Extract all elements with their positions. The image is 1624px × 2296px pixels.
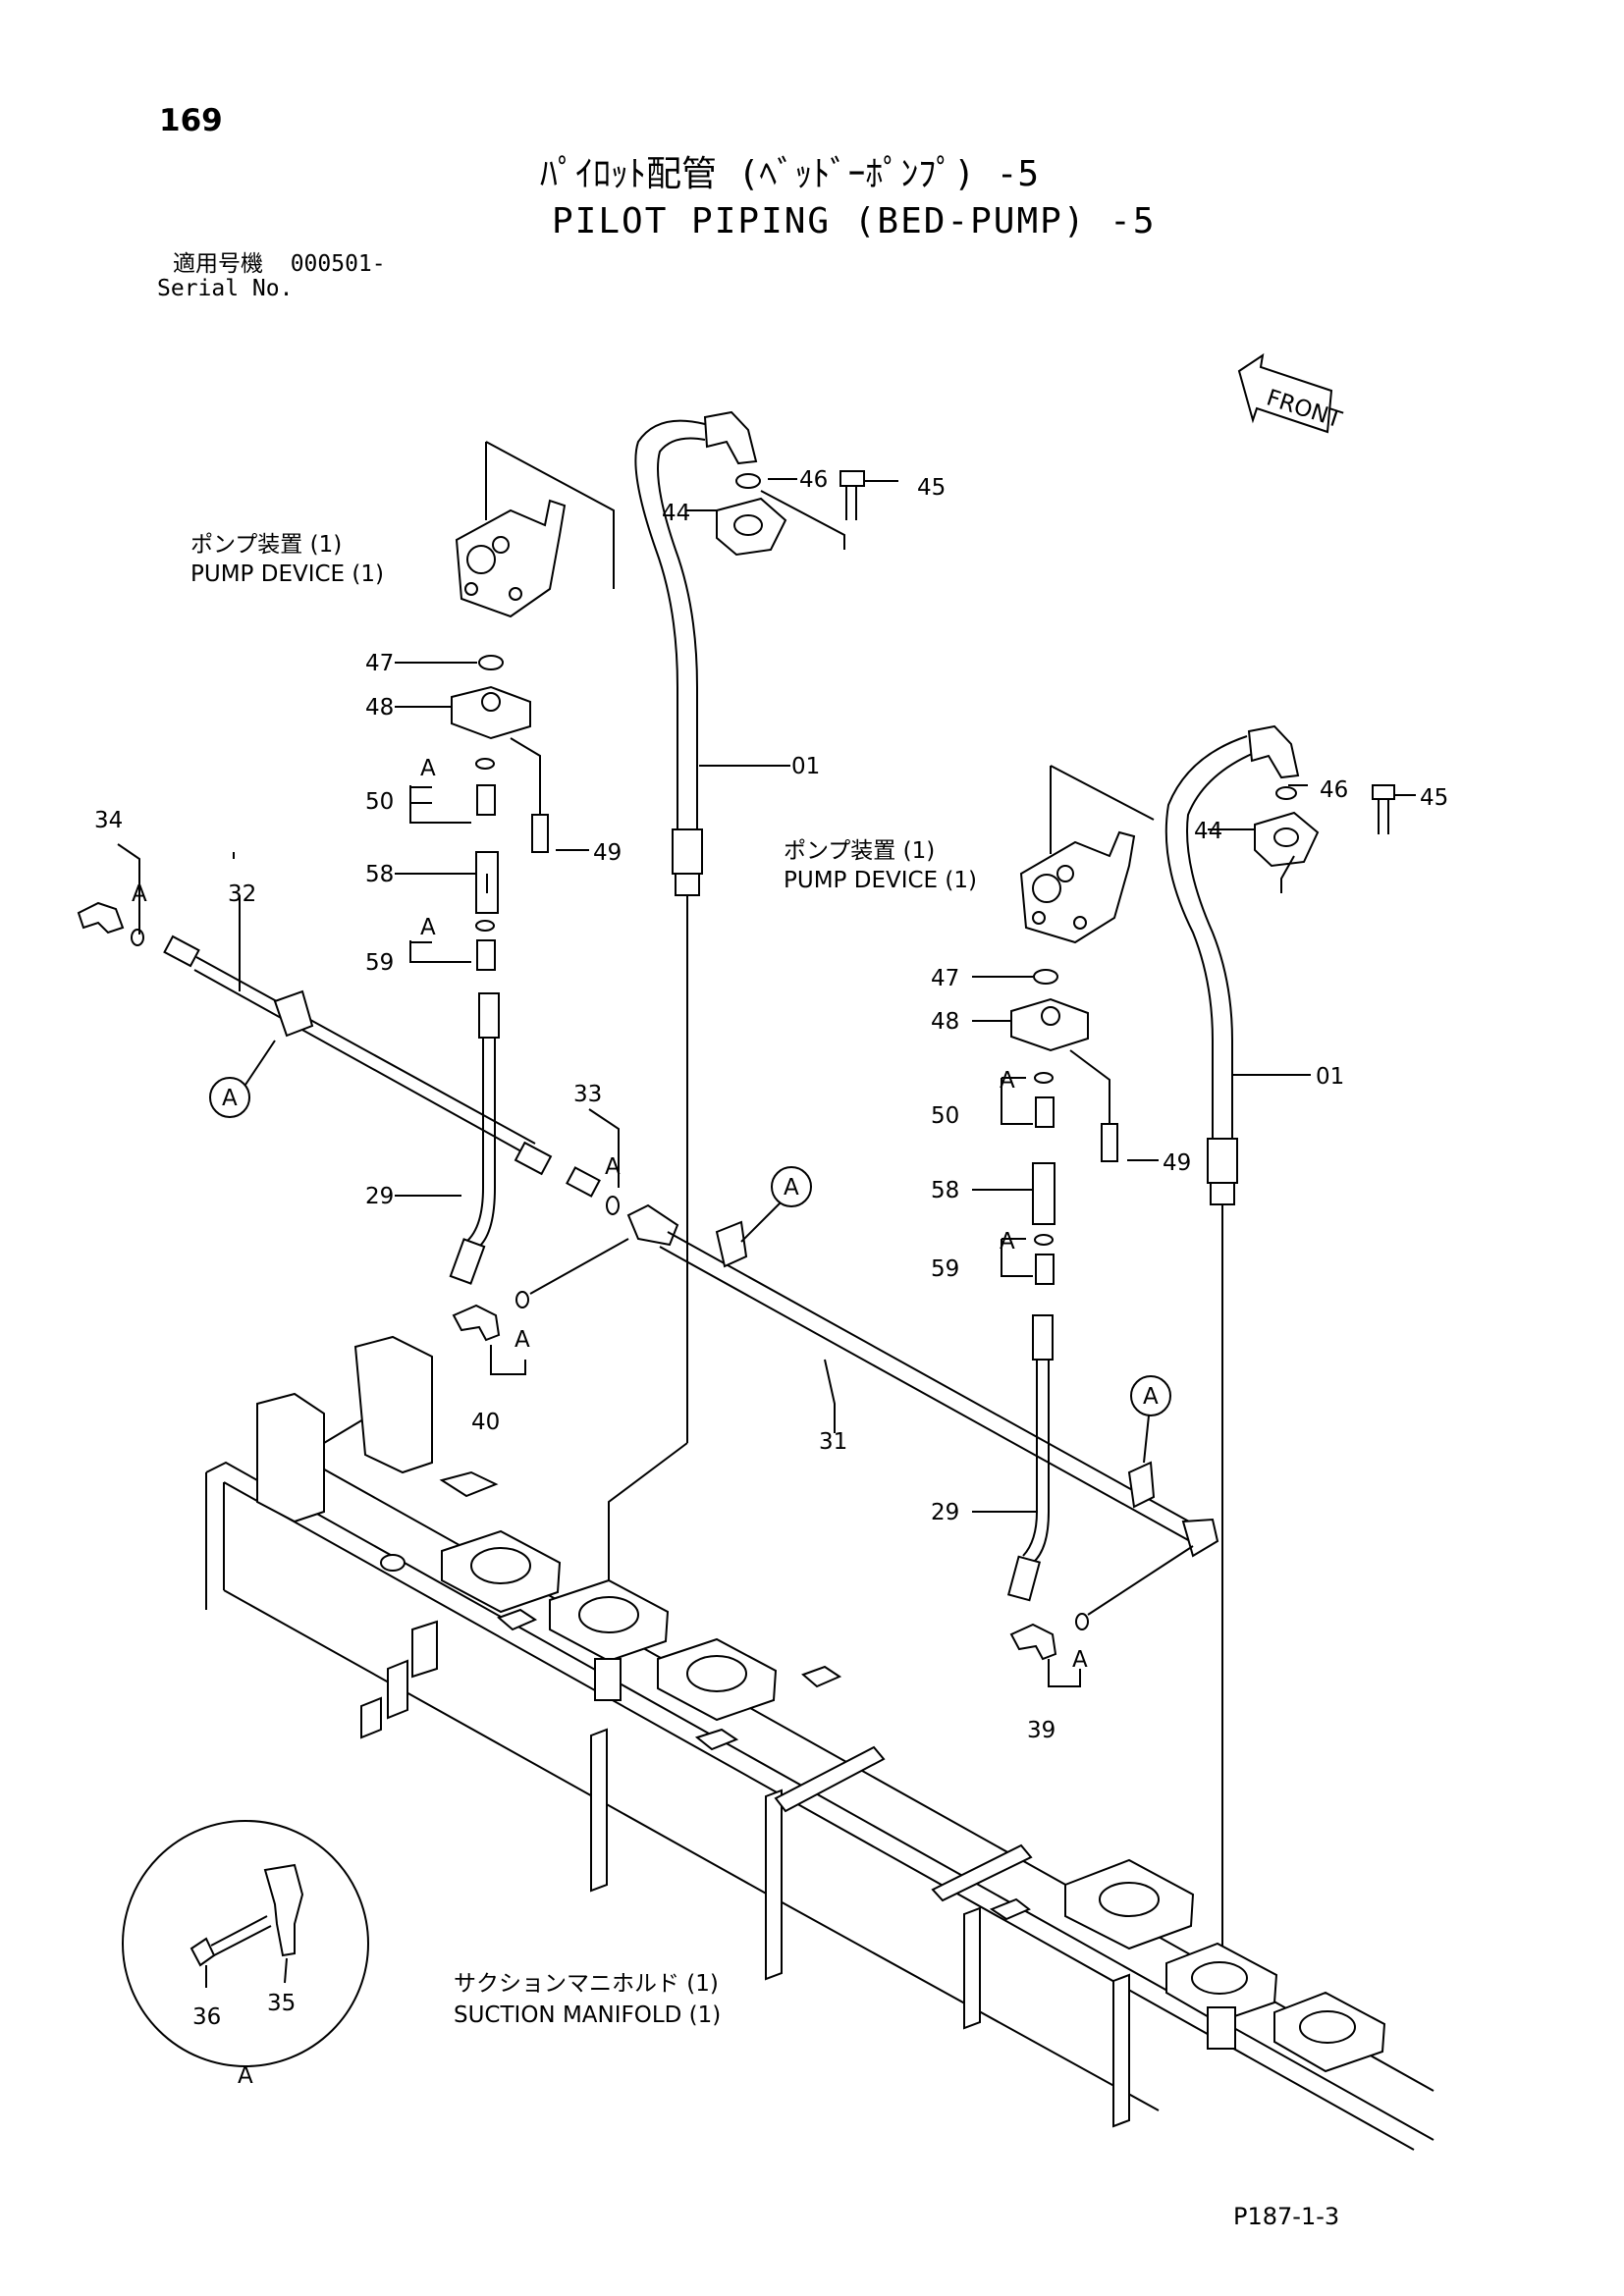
callout-45: 45 [917, 475, 946, 501]
title-japanese: ﾊﾟｲﾛｯﾄ配管 (ﾍﾞｯﾄﾞｰﾎﾟﾝﾌﾟ) -5 [540, 154, 1040, 194]
callout-40: 40 [471, 1410, 500, 1435]
callout-58: 58 [365, 862, 394, 887]
section-marker-a-2: A [740, 1166, 812, 1243]
pipe-32 [77, 843, 553, 1176]
callout-01: 01 [1316, 1064, 1344, 1090]
callout-47: 47 [365, 651, 394, 676]
pump-device-left [455, 441, 615, 618]
leader-a-label: A [605, 1154, 621, 1180]
detail-a-circle [122, 1820, 369, 2067]
callout-49: 49 [1163, 1150, 1191, 1176]
callout-35: 35 [267, 1991, 296, 2016]
callout-01: 01 [791, 754, 820, 779]
fittings-right-column [1001, 969, 1118, 1285]
leader-a-label: A [420, 756, 436, 781]
callout-49: 49 [593, 840, 622, 866]
leader-a-label: A [1072, 1647, 1088, 1673]
callout-59: 59 [931, 1256, 959, 1282]
elbow-40 [452, 1238, 629, 1375]
flange-44-right [1254, 784, 1395, 893]
pump-device-right [1019, 765, 1155, 944]
callout-48: 48 [931, 1009, 959, 1035]
svg-text:A: A [784, 1175, 799, 1201]
leader-a-label: A [238, 2063, 253, 2089]
callout-48: 48 [365, 695, 394, 721]
leader-a-label: A [1000, 1068, 1015, 1094]
svg-text:A: A [222, 1086, 238, 1111]
suction-manifold-jp: サクションマニホルド (1) [454, 1971, 719, 1997]
front-label: FRONT [1264, 385, 1346, 433]
fitting-33 [566, 1108, 679, 1247]
pump-device-left-jp: ポンプ装置 (1) [190, 532, 342, 558]
pump-device-left-en: PUMP DEVICE (1) [190, 561, 384, 587]
hose-29-right [1006, 1314, 1054, 1602]
pipe-31 [659, 1220, 1219, 1558]
svg-text:A: A [1143, 1384, 1159, 1410]
suction-manifold-en: SUCTION MANIFOLD (1) [454, 2002, 721, 2028]
callout-39: 39 [1027, 1718, 1056, 1743]
front-arrow-icon: FRONT [1237, 352, 1346, 434]
callout-29: 29 [365, 1184, 394, 1209]
callout-33: 33 [573, 1082, 602, 1107]
pump-device-right-en: PUMP DEVICE (1) [784, 868, 977, 893]
page-number: 169 [159, 103, 223, 138]
flange-44-left [716, 470, 865, 557]
fittings-left-column [409, 655, 549, 971]
callout-50: 50 [931, 1103, 959, 1129]
callout-36: 36 [192, 2004, 221, 2030]
leader-a-label: A [514, 1327, 530, 1353]
leader-a-label: A [1000, 1229, 1015, 1255]
leader-a-label: A [132, 881, 147, 907]
callout-31: 31 [819, 1429, 847, 1455]
suction-manifold [205, 1335, 1435, 2151]
callout-29: 29 [931, 1500, 959, 1525]
callout-44: 44 [662, 501, 690, 526]
pump-device-right-jp: ポンプ装置 (1) [784, 838, 935, 864]
callout-58: 58 [931, 1178, 959, 1203]
callout-45: 45 [1420, 785, 1448, 811]
hose-01-right [1164, 724, 1300, 2002]
elbow-39 [1009, 1545, 1194, 1687]
section-marker-a-1: A [209, 1040, 276, 1118]
hose-29-left [449, 992, 500, 1285]
callout-46: 46 [799, 467, 828, 493]
serial-label-en: Serial No. [157, 276, 294, 301]
callout-47: 47 [931, 966, 959, 991]
callout-leaders [205, 478, 1416, 1988]
callout-32: 32 [228, 881, 256, 907]
serial-label-jp: 適用号機 000501- [173, 251, 386, 277]
title-english: PILOT PIPING (BED-PUMP) -5 [552, 201, 1157, 241]
callout-44: 44 [1194, 819, 1222, 844]
callout-34: 34 [94, 808, 123, 833]
callout-50: 50 [365, 789, 394, 815]
callout-46: 46 [1320, 777, 1348, 803]
section-marker-a-3: A [1130, 1375, 1171, 1464]
callout-59: 59 [365, 950, 394, 976]
leader-a-label: A [420, 915, 436, 940]
hose-01-left [608, 410, 758, 1669]
footer-code: P187-1-3 [1233, 2203, 1340, 2230]
